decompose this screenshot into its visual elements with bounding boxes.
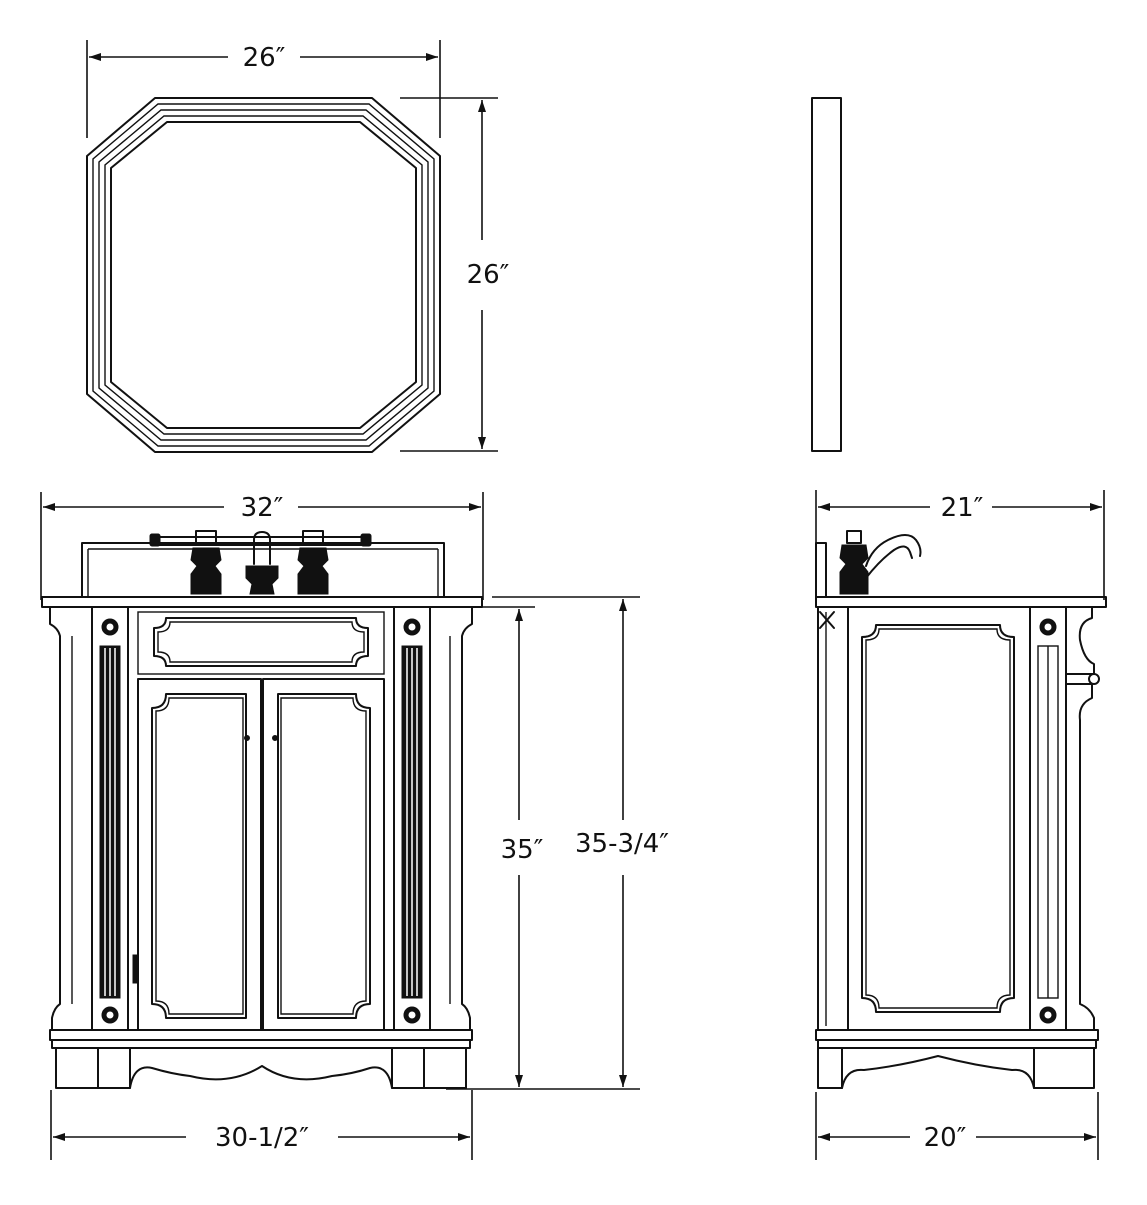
mirror-width-dimension: 26″ <box>86 40 441 138</box>
vanity-height-inner-label: 35″ <box>501 835 544 865</box>
vanity-depth-base-dimension: 20″ <box>815 1092 1099 1160</box>
vanity-top-width-label: 32″ <box>241 493 284 523</box>
faucet-front <box>149 530 372 595</box>
vanity-height-dimensions: 35″ 35-3/4″ <box>446 596 669 1090</box>
vanity-side-view <box>815 530 1107 1089</box>
mirror-front-view <box>86 97 441 453</box>
mirror-height-dimension: 26″ <box>400 97 510 452</box>
vanity-front-view <box>41 530 483 1089</box>
mirror-width-label: 26″ <box>243 43 286 73</box>
vanity-base-width-label: 30-1/2″ <box>215 1123 309 1153</box>
vanity-top-width-dimension: 32″ <box>40 492 484 600</box>
faucet-side <box>839 530 922 595</box>
mirror-height-label: 26″ <box>467 260 510 290</box>
vanity-depth-top-dimension: 21″ <box>815 490 1105 600</box>
vanity-height-outer-label: 35-3/4″ <box>575 829 669 859</box>
vanity-depth-base-label: 20″ <box>924 1123 967 1153</box>
vanity-base-width-dimension: 30-1/2″ <box>50 1090 473 1160</box>
mirror-side-view <box>811 97 842 452</box>
vanity-depth-top-label: 21″ <box>941 493 984 523</box>
